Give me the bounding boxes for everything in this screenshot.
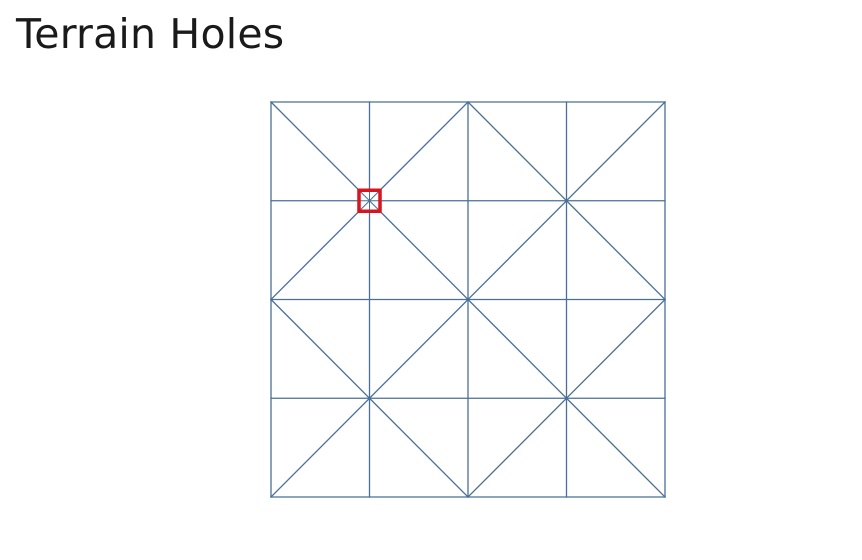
triangle-diagonal	[565, 298, 666, 400]
terrain-mesh	[270, 101, 666, 498]
triangle-diagonal	[368, 397, 469, 498]
triangle-diagonal	[467, 199, 568, 301]
slide-title: Terrain Holes	[16, 10, 285, 58]
terrain-hole-inner-line	[360, 191, 379, 210]
triangle-diagonal	[270, 298, 371, 400]
terrain-hole-highlight	[357, 188, 382, 213]
triangle-diagonal	[565, 397, 666, 498]
triangle-diagonal	[368, 199, 469, 301]
triangle-diagonal	[368, 101, 469, 202]
triangle-diagonal	[368, 298, 469, 400]
triangle-diagonal	[565, 101, 666, 202]
triangle-diagonal	[270, 101, 371, 202]
triangle-diagonal	[467, 101, 568, 202]
triangle-diagonal	[565, 199, 666, 301]
triangle-diagonal	[467, 397, 568, 498]
triangle-diagonal	[270, 199, 371, 301]
terrain-hole-marker-group	[357, 188, 382, 213]
triangle-diagonal	[270, 397, 371, 498]
triangle-diagonal	[467, 298, 568, 400]
